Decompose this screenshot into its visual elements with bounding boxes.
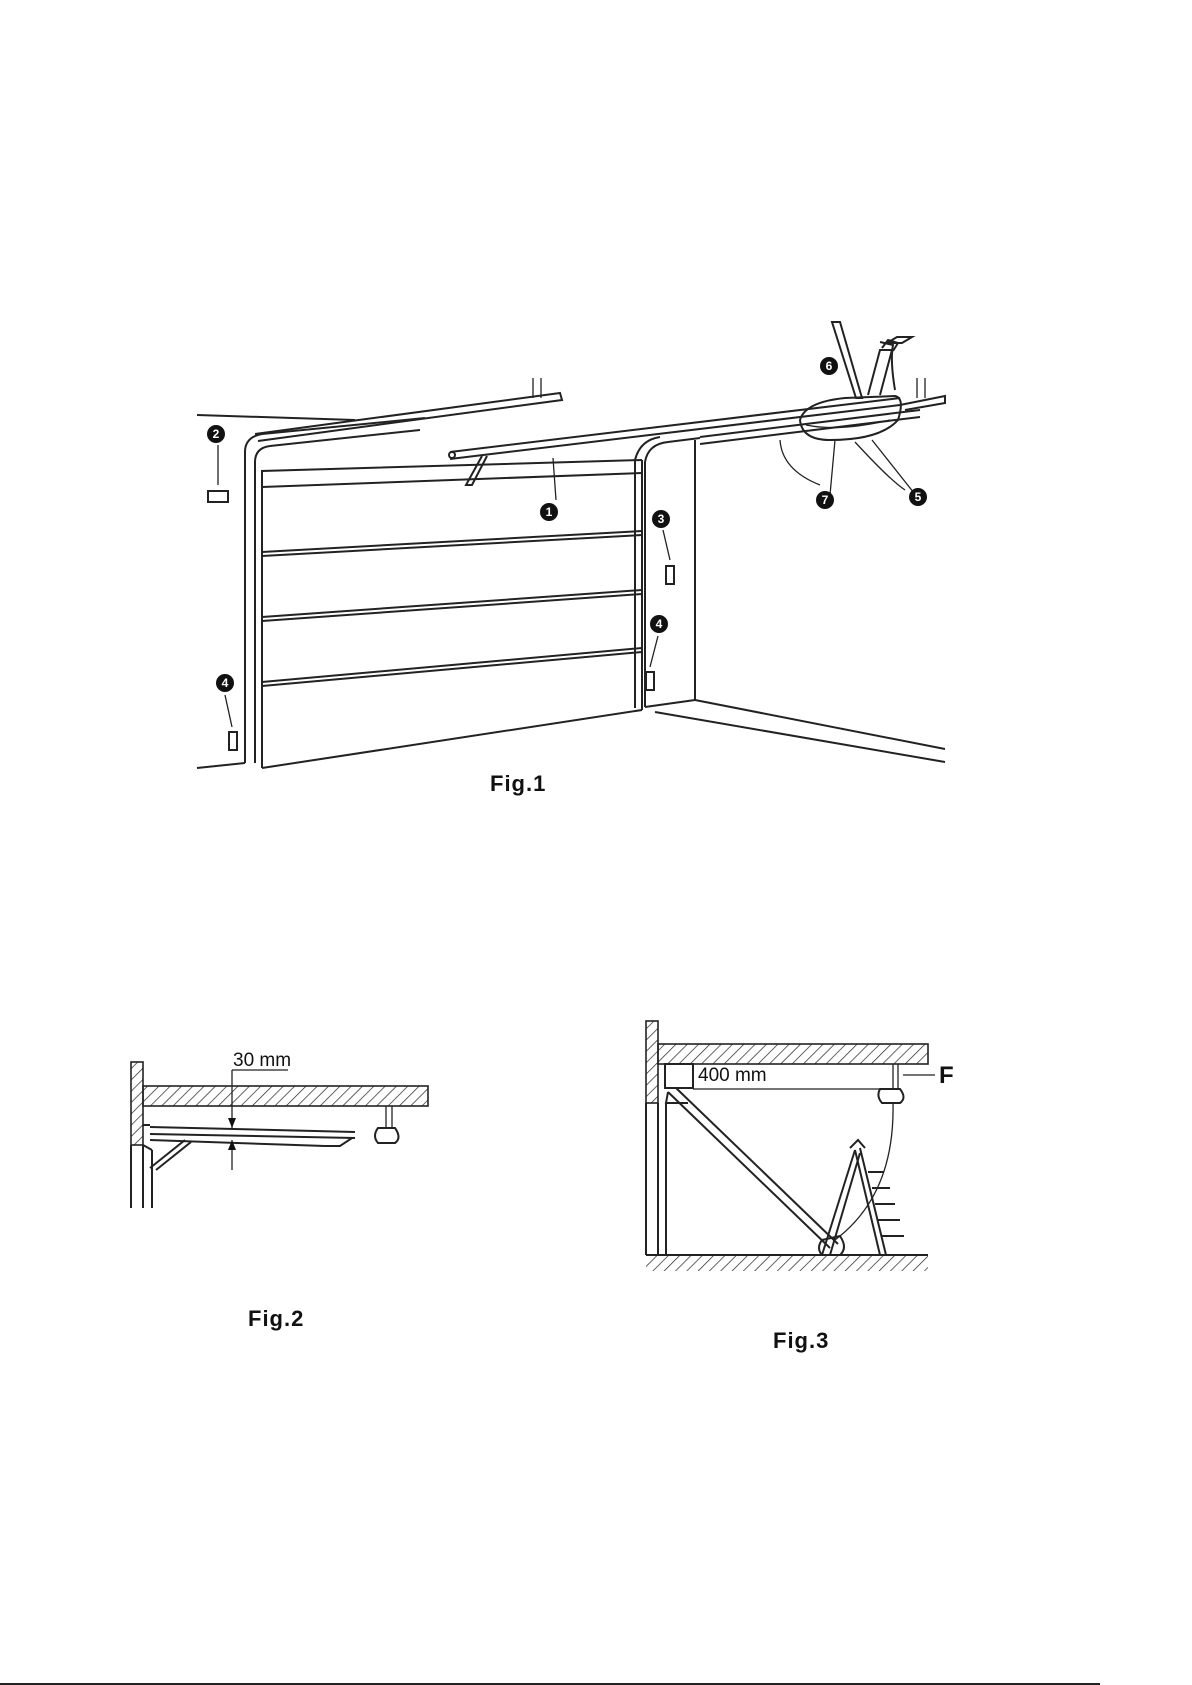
fig2-caption: Fig.2 [248,1306,304,1332]
fig1-callout-6: 6 [820,357,838,375]
fig1-callout-4-left: 4 [216,674,234,692]
svg-text:4: 4 [222,676,229,690]
fig2-dimension-label: 30 mm [233,1050,291,1071]
svg-text:3: 3 [658,512,665,526]
fig3-label-f: F [939,1062,954,1089]
fig1-callout-7: 7 [816,491,834,509]
fig2-drawing: 30 mm [131,1050,428,1208]
fig1-callout-1: 1 [540,503,558,521]
fig1-callout-4-right: 4 [650,615,668,633]
fig1-callout-2: 2 [207,425,225,443]
svg-text:4: 4 [656,617,663,631]
fig1-drawing [197,322,945,768]
fig3-caption: Fig.3 [773,1328,829,1354]
fig3-drawing: 400 mm F [646,1021,954,1271]
svg-text:1: 1 [546,505,553,519]
svg-text:5: 5 [915,490,922,504]
fig1-caption: Fig.1 [490,771,546,797]
fig1-callout-5: 5 [909,488,927,506]
fig1-callout-3: 3 [652,510,670,528]
svg-text:7: 7 [822,493,829,507]
fig3-dimension-label: 400 mm [698,1065,767,1086]
svg-text:6: 6 [826,359,833,373]
svg-text:2: 2 [213,427,220,441]
